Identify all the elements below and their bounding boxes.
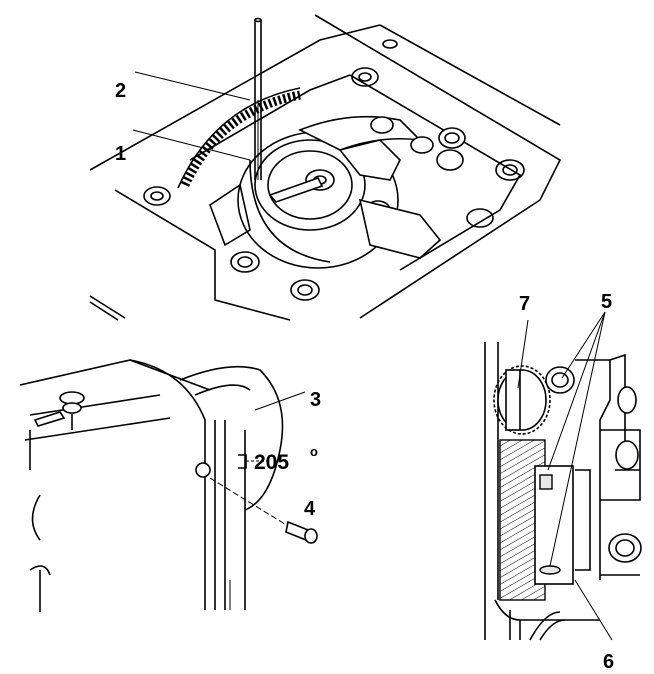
callout-2: 2 [115, 80, 126, 102]
callout-6: 6 [603, 651, 614, 673]
callout-5: 5 [601, 291, 612, 313]
angle-degree-sign: o [310, 444, 318, 459]
callout-7: 7 [519, 293, 530, 315]
callout-1: 1 [115, 143, 126, 165]
callout-4: 4 [304, 498, 316, 520]
angle-value: 205 [254, 451, 289, 474]
section-view [484, 311, 642, 641]
callout-3: 3 [310, 389, 321, 411]
side-view-handwheel [19, 295, 318, 612]
top-view-hook-assembly [89, 14, 562, 321]
